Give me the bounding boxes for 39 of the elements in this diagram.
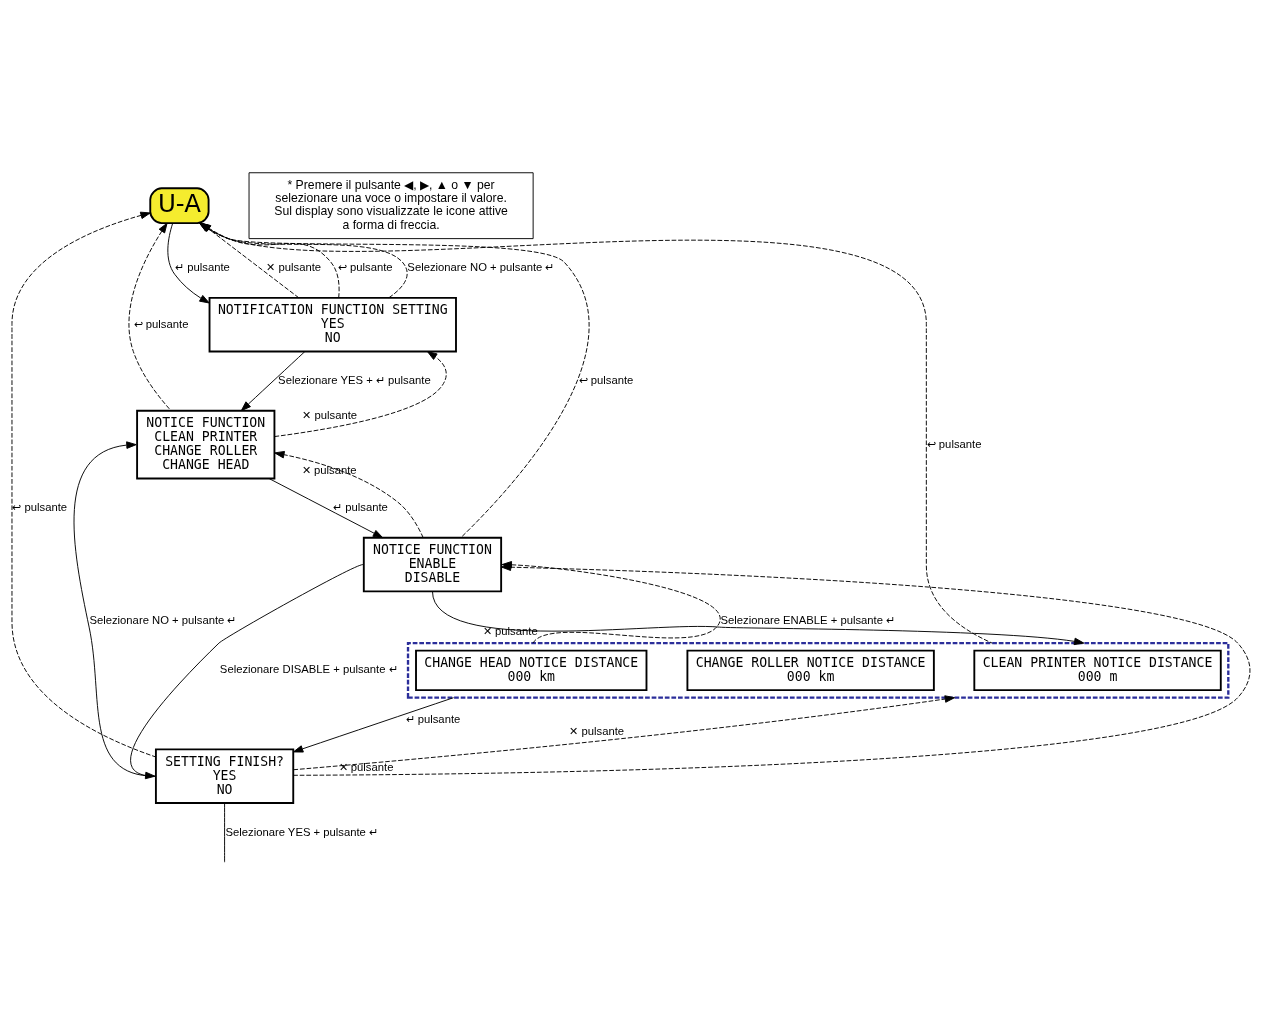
arrow: [130, 564, 364, 780]
edge-label: ↵ pulsante: [333, 501, 388, 514]
node-box: CHANGE HEAD NOTICE DISTANCE 000 km: [415, 649, 648, 692]
edge-label: Selezionare YES + ↵ pulsante: [278, 374, 431, 387]
node-box: NOTIFICATION FUNCTION SETTING YES NO: [208, 296, 457, 353]
edge-label: ↩ pulsante: [926, 437, 982, 450]
edge-label: Selezionare NO + pulsante ↵: [89, 613, 237, 626]
edge-label: ↩ pulsante: [337, 261, 393, 274]
edge-label: ↩ pulsante: [578, 374, 634, 387]
connector: [224, 802, 226, 863]
edge-label: Selezionare YES + pulsante ↵: [225, 825, 378, 838]
edge-label: ✕ pulsante: [301, 464, 357, 477]
arrow: [274, 450, 424, 539]
node-box: SETTING FINISH? YES NO: [154, 748, 295, 804]
arrow: [292, 697, 455, 753]
arrow: [432, 590, 1085, 646]
arrow: [11, 211, 157, 758]
arrow: [268, 478, 384, 539]
node-box: NOTICE FUNCTION ENABLE DISABLE: [362, 536, 503, 593]
edge-label: ✕ pulsante: [302, 409, 358, 422]
arrow: [293, 695, 956, 771]
edge-label: Selezionare ENABLE + pulsante ↵: [720, 613, 896, 626]
node-box: * Premere il pulsante ◀, ▶, ▲ o ▼ per selezionare una voce o impostare il valore. Sul display sono visualizzate le icone attive a forma di freccia.: [248, 172, 534, 240]
edge-label: ✕ pulsante: [266, 261, 322, 274]
node-box: U-A: [149, 187, 210, 225]
arrow: [128, 222, 172, 412]
edge-label: Selezionare NO + pulsante ↵: [407, 261, 555, 274]
edge-label: ↩ pulsante: [133, 317, 189, 330]
edge-label: ↵ pulsante: [405, 712, 461, 725]
arrow: [240, 351, 306, 412]
edge-label: ↵ pulsante: [175, 261, 230, 274]
edge-label: ✕ pulsante: [569, 725, 625, 738]
node-box: CHANGE ROLLER NOTICE DISTANCE 000 km: [686, 649, 935, 692]
cluster: [406, 641, 1230, 699]
node-box: CLEAN PRINTER NOTICE DISTANCE 000 m: [973, 649, 1222, 692]
edge-label: ↩ pulsante: [12, 501, 68, 514]
node-box: NOTICE FUNCTION CLEAN PRINTER CHANGE ROLLER CHANGE HEAD: [136, 409, 276, 480]
edge-label: Selezionare DISABLE + pulsante ↵: [219, 663, 398, 676]
arrow: [274, 351, 447, 437]
